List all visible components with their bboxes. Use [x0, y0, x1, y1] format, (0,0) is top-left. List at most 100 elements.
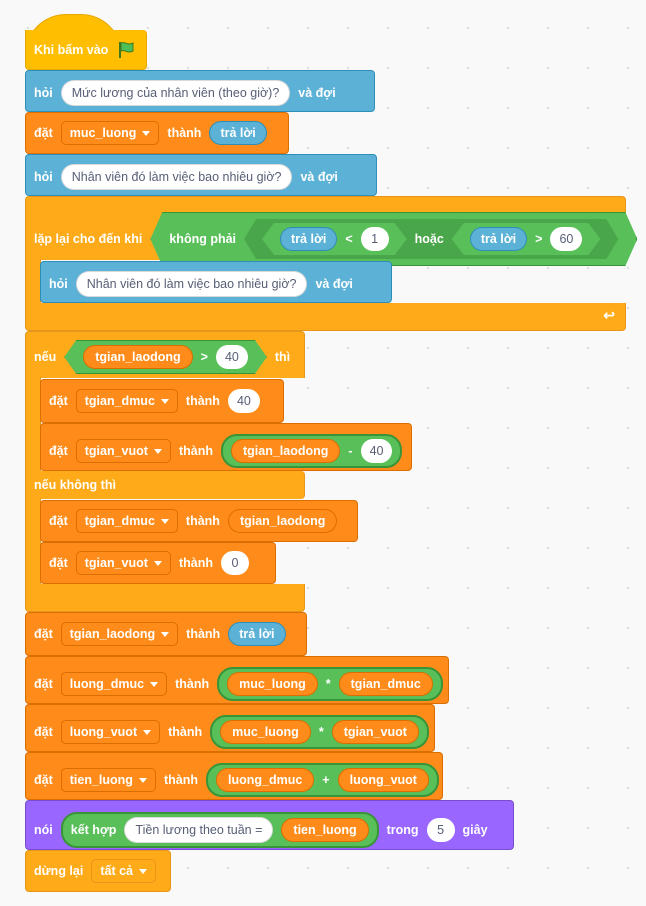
add-operator[interactable]: luong_dmuc + luong_vuot [205, 763, 439, 797]
to-label: thành [186, 627, 221, 641]
less-than-operator[interactable]: trả lời < 1 [262, 223, 407, 255]
set-luong-dmuc-block[interactable]: đặt luong_dmuc thành muc_luong * tgian_d… [25, 656, 449, 704]
variable-dropdown[interactable]: tgian_vuot [75, 439, 171, 463]
set-luong-vuot-block[interactable]: đặt luong_vuot thành muc_luong * tgian_v… [25, 704, 435, 752]
stop-all-block[interactable]: dừng lại tất cả [25, 850, 171, 892]
repeat-until-block[interactable]: lặp lại cho đến khi không phải trả lời <… [25, 196, 626, 260]
tgian-laodong-reporter[interactable]: tgian_laodong [230, 439, 341, 463]
set-label: đặt [49, 394, 68, 408]
number-input[interactable]: 60 [550, 227, 582, 251]
variable-dropdown[interactable]: tgian_vuot [75, 551, 171, 575]
variable-name: tien_luong [69, 773, 133, 787]
greater-than-symbol: > [535, 232, 543, 246]
ask-question-input[interactable]: Mức lương của nhân viên (theo giờ)? [60, 80, 291, 106]
else-arm [25, 498, 41, 590]
number-input[interactable]: 1 [361, 227, 389, 251]
minus-symbol: - [348, 444, 353, 458]
variable-name: muc_luong [69, 126, 137, 140]
variable-dropdown[interactable]: tgian_dmuc [75, 389, 178, 413]
greater-than-symbol: > [200, 350, 208, 364]
variable-dropdown[interactable]: tgian_dmuc [75, 509, 178, 533]
number-input[interactable]: 0 [220, 551, 249, 575]
chevron-down-icon [153, 448, 162, 454]
variable-dropdown[interactable]: tgian_laodong [60, 622, 179, 646]
answer-reporter[interactable]: trả lời [209, 121, 267, 145]
or-operator[interactable]: trả lời < 1 hoặc trả lời > 60 [244, 219, 618, 259]
answer-reporter[interactable]: trả lời [280, 227, 337, 251]
answer-reporter[interactable]: trả lời [470, 227, 527, 251]
tgian-vuot-reporter[interactable]: tgian_vuot [331, 720, 419, 744]
ask-and-wait-block-hours[interactable]: hỏi Nhân viên đó làm việc bao nhiêu giờ?… [25, 154, 377, 196]
else-section: nếu không thì [25, 471, 305, 499]
plus-symbol: + [322, 773, 330, 787]
set-tgian-dmuc-40-block[interactable]: đặt tgian_dmuc thành 40 [40, 379, 284, 423]
repeat-bottom: ↩ [25, 303, 626, 331]
seconds-unit-label: giây [462, 823, 488, 837]
ask-and-wait-block-hours-retry[interactable]: hỏi Nhân viên đó làm việc bao nhiêu giờ?… [40, 261, 392, 303]
number-input[interactable]: 40 [360, 439, 393, 463]
chevron-down-icon [161, 631, 170, 637]
seconds-input[interactable]: 5 [426, 818, 455, 842]
muc-luong-reporter[interactable]: muc_luong [220, 720, 311, 744]
variable-dropdown[interactable]: tien_luong [60, 768, 156, 792]
variable-name: luong_dmuc [69, 677, 145, 691]
hat-label: Khi bấm vào [34, 43, 109, 57]
variable-dropdown[interactable]: luong_vuot [60, 720, 161, 744]
when-flag-clicked-block[interactable]: Khi bấm vào [25, 30, 147, 70]
ask-question-input[interactable]: Nhân viên đó làm việc bao nhiêu giờ? [75, 271, 308, 297]
say-label: nói [34, 823, 53, 837]
to-label: thành [167, 126, 202, 140]
tgian-laodong-reporter[interactable]: tgian_laodong [227, 509, 338, 533]
tien-luong-reporter[interactable]: tien_luong [281, 818, 369, 842]
ask-and-wait-block-salary[interactable]: hỏi Mức lương của nhân viên (theo giờ)? … [25, 70, 375, 112]
stop-option-dropdown[interactable]: tất cả [91, 859, 156, 883]
for-label: trong [386, 823, 419, 837]
if-else-block[interactable]: nếu tgian_laodong > 40 thì [25, 331, 305, 378]
say-for-secs-block[interactable]: nói kết hợp Tiền lương theo tuần = tien_… [25, 800, 514, 850]
join-text-input[interactable]: Tiền lương theo tuần = [124, 817, 274, 843]
subtract-operator[interactable]: tgian_laodong - 40 [220, 434, 403, 468]
set-muc-luong-block[interactable]: đặt muc_luong thành trả lời [25, 112, 289, 154]
variable-name: luong_vuot [69, 725, 138, 739]
greater-than-operator[interactable]: tgian_laodong > 40 [64, 340, 267, 374]
variable-dropdown[interactable]: muc_luong [60, 121, 160, 145]
number-input[interactable]: 40 [227, 389, 260, 413]
muc-luong-reporter[interactable]: muc_luong [227, 672, 318, 696]
if-arm [25, 377, 41, 473]
number-input[interactable]: 40 [216, 345, 248, 369]
ask-tail-label: và đợi [300, 170, 338, 184]
set-tgian-dmuc-laodong-block[interactable]: đặt tgian_dmuc thành tgian_laodong [40, 500, 358, 542]
set-label: đặt [49, 444, 68, 458]
set-label: đặt [34, 126, 53, 140]
greater-than-operator[interactable]: trả lời > 60 [452, 223, 601, 255]
less-than-symbol: < [345, 232, 353, 246]
set-tien-luong-block[interactable]: đặt tien_luong thành luong_dmuc + luong_… [25, 752, 443, 800]
chevron-down-icon [160, 518, 169, 524]
not-operator[interactable]: không phải trả lời < 1 hoặc trả lời > 60 [150, 212, 637, 266]
ask-label: hỏi [34, 86, 53, 100]
chevron-down-icon [160, 398, 169, 404]
to-label: thành [178, 556, 213, 570]
chevron-down-icon [153, 560, 162, 566]
variable-dropdown[interactable]: luong_dmuc [60, 672, 168, 696]
ask-question-input[interactable]: Nhân viên đó làm việc bao nhiêu giờ? [60, 164, 293, 190]
luong-dmuc-reporter[interactable]: luong_dmuc [215, 768, 315, 792]
multiply-operator[interactable]: muc_luong * tgian_vuot [210, 715, 429, 749]
set-tgian-vuot-zero-block[interactable]: đặt tgian_vuot thành 0 [40, 542, 276, 584]
ask-tail-label: và đợi [315, 277, 353, 291]
set-label: đặt [34, 773, 53, 787]
variable-name: tgian_dmuc [84, 394, 155, 408]
luong-vuot-reporter[interactable]: luong_vuot [337, 768, 429, 792]
set-tgian-laodong-block[interactable]: đặt tgian_laodong thành trả lời [25, 612, 307, 656]
variable-name: tgian_dmuc [84, 514, 155, 528]
join-operator[interactable]: kết hợp Tiền lương theo tuần = tien_luon… [60, 812, 379, 848]
multiply-operator[interactable]: muc_luong * tgian_dmuc [217, 667, 443, 701]
loop-arrow-icon: ↩ [603, 307, 615, 323]
answer-reporter[interactable]: trả lời [228, 622, 286, 646]
tgian-dmuc-reporter[interactable]: tgian_dmuc [338, 672, 433, 696]
chevron-down-icon [142, 130, 151, 136]
set-tgian-vuot-block[interactable]: đặt tgian_vuot thành tgian_laodong - 40 [40, 423, 412, 471]
chevron-down-icon [138, 777, 147, 783]
chevron-down-icon [139, 868, 147, 874]
tgian-laodong-reporter[interactable]: tgian_laodong [83, 345, 192, 369]
